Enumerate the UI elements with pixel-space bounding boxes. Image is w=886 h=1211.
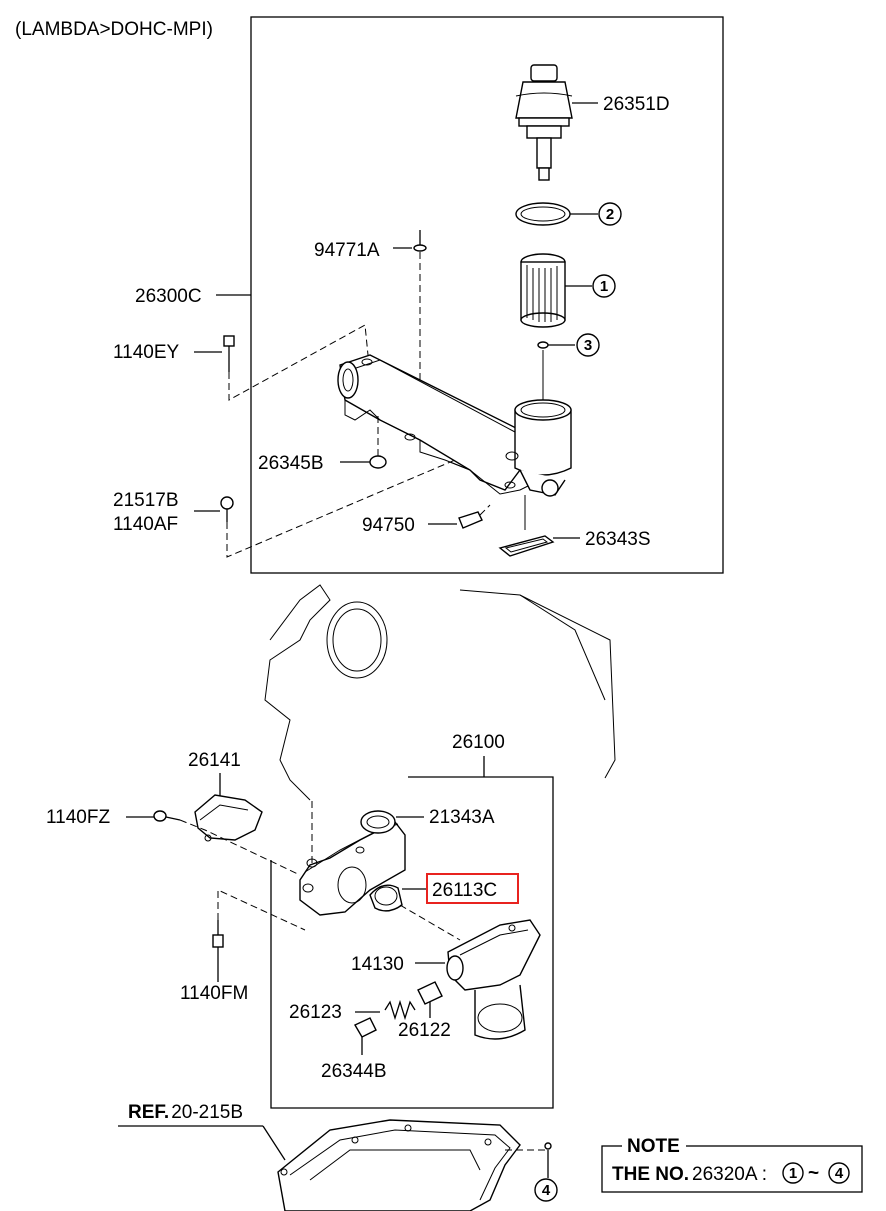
relief-valve-14130-drawing [446, 919, 541, 1040]
seal-21343A-drawing [360, 810, 396, 834]
bolt-1140AF-drawing [220, 496, 234, 510]
part-26351D: 26351D [603, 94, 670, 115]
note-from: 1 [789, 1165, 797, 1182]
engine-label: (LAMBDA>DOHC-MPI) [15, 19, 213, 40]
reference-bold: REF. [128, 1102, 169, 1123]
highlighted-part-box [426, 873, 519, 904]
sensor-94750-drawing [458, 511, 483, 529]
oil-pan-drawing [277, 1119, 521, 1211]
note-to: 4 [835, 1165, 844, 1182]
part-21517B: 21517B [113, 490, 179, 511]
callout-2-circle [598, 202, 622, 226]
part-26343S: 26343S [585, 529, 651, 550]
callout-2: 2 [606, 206, 614, 223]
callout-3-circle [576, 333, 600, 357]
part-26300C: 26300C [135, 286, 202, 307]
part-21343A: 21343A [429, 807, 495, 828]
bolt-1140FZ-drawing [153, 810, 167, 822]
part-1140AF: 1140AF [113, 514, 178, 535]
reference-label: REF.20-215B [128, 1102, 243, 1123]
part-94750: 94750 [362, 515, 415, 536]
filter-housing-drawing [337, 354, 572, 497]
filter-cap-drawing [515, 64, 573, 181]
reference-number: 20-215B [171, 1102, 243, 1123]
part-26113C: 26113C [432, 880, 497, 901]
callout-4: 4 [542, 1182, 551, 1199]
part-26345B: 26345B [258, 453, 324, 474]
spring-26123-drawing [384, 999, 416, 1021]
bolt-1140FM-drawing [212, 934, 224, 948]
ring-26113C-drawing [369, 884, 403, 912]
engine-block-outline [264, 584, 616, 801]
part-26100: 26100 [452, 732, 505, 753]
callout-4-circle [534, 1178, 558, 1202]
gasket-26343S-drawing [498, 535, 555, 557]
bolt-1140EY-drawing [223, 335, 235, 347]
note-part: 26320A : [692, 1164, 767, 1185]
part-1140EY: 1140EY [113, 342, 180, 363]
part-14130: 14130 [351, 954, 404, 975]
callout-1-circle [592, 274, 616, 298]
cover-26141-drawing [194, 794, 263, 841]
o-ring-drawing [515, 202, 571, 226]
callout-1: 1 [600, 278, 608, 295]
note-title: NOTE [627, 1136, 680, 1157]
note-box [601, 1145, 863, 1193]
part-26344B: 26344B [321, 1061, 387, 1082]
part-26123: 26123 [289, 1002, 342, 1023]
plug-26344B-drawing [354, 1017, 377, 1038]
part-26141: 26141 [188, 750, 241, 771]
part-1140FM: 1140FM [180, 983, 248, 1004]
note-the-no: THE NO. [612, 1164, 689, 1185]
callout-3: 3 [584, 337, 592, 354]
part-1140FZ: 1140FZ [46, 807, 110, 828]
part-26122: 26122 [398, 1020, 451, 1041]
part-94771A: 94771A [314, 240, 380, 261]
filter-element-drawing [520, 253, 566, 328]
note-tilde: ~ [808, 1163, 819, 1184]
plunger-26122-drawing [417, 981, 443, 1005]
oil-pump-assembly-box [270, 776, 554, 1109]
